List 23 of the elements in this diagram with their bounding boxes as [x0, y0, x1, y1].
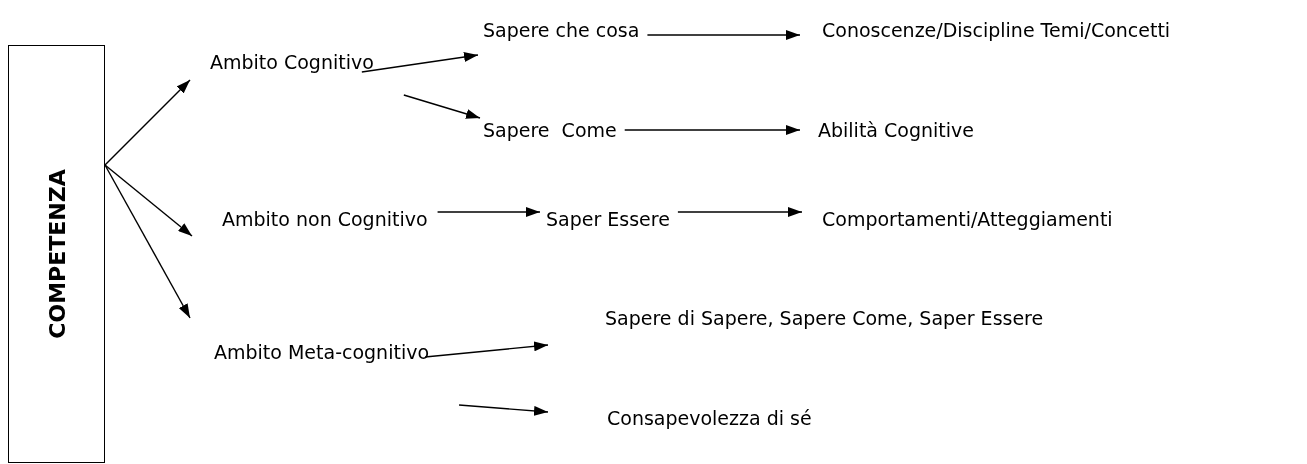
concept-label: Consapevolezza di sé — [607, 406, 812, 430]
arrow — [361, 51, 479, 73]
arrow — [436, 207, 541, 217]
concept-label: Ambito Cognitivo — [210, 50, 374, 74]
concept-label: Conoscenze/Discipline Temi/Concetti — [822, 18, 1171, 42]
concept-label: Sapere Come — [483, 118, 617, 142]
concept-label: Sapere che cosa — [483, 18, 640, 42]
concept-label: Sapere di Sapere, Sapere Come, Saper Essere — [605, 306, 1044, 330]
concept-label: Abilità Cognitive — [818, 118, 974, 142]
concept-label: Comportamenti/Atteggiamenti — [822, 207, 1113, 231]
arrow — [104, 79, 191, 166]
arrow — [104, 164, 193, 237]
arrow — [624, 125, 801, 135]
box-title: COMPETENZA — [44, 169, 69, 339]
concept-box — [8, 45, 105, 463]
arrow — [677, 207, 803, 217]
concept-label: Ambito Meta-cognitivo — [214, 340, 430, 364]
concept-label: Saper Essere — [546, 207, 670, 231]
arrow — [646, 30, 801, 40]
arrow — [104, 164, 191, 319]
arrow — [458, 404, 549, 417]
concept-label: Ambito non Cognitivo — [222, 207, 428, 231]
arrow — [403, 94, 481, 120]
